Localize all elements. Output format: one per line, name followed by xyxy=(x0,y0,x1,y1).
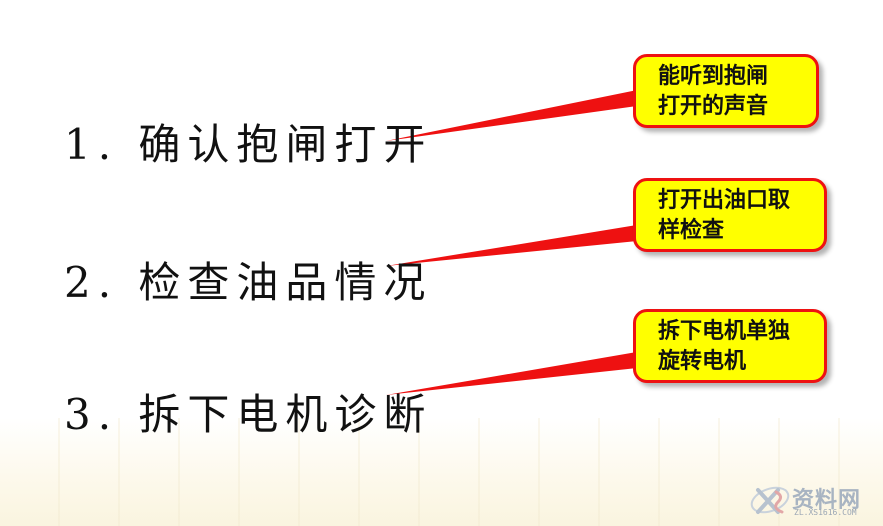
watermark-text: 资料网 xyxy=(792,488,862,513)
callout-pointer-2 xyxy=(386,225,637,266)
callout-1: 能听到抱闸 打开的声音 xyxy=(633,54,819,128)
callout-2: 打开出油口取 样检查 xyxy=(633,178,827,252)
callout-3-line2: 旋转电机 xyxy=(658,349,747,374)
watermark-url: ZL.XS1616.COM xyxy=(794,508,857,517)
callout-1-line1: 能听到抱闸 xyxy=(658,64,769,89)
callout-2-line1: 打开出油口取 xyxy=(658,188,791,213)
list-item-2: 2. 检查油品情况 xyxy=(64,258,433,307)
callout-3-line1: 拆下电机单独 xyxy=(658,319,791,344)
callout-2-line2: 样检查 xyxy=(658,218,725,243)
watermark: 资料网 ZL.XS1616.COM xyxy=(748,478,878,522)
callout-1-line2: 打开的声音 xyxy=(658,94,769,119)
callout-pointer-1 xyxy=(386,90,637,141)
callout-pointer-3 xyxy=(386,352,637,395)
watermark-logo-icon xyxy=(750,486,790,514)
slide-floor-background xyxy=(0,418,883,526)
list-item-3: 3. 拆下电机诊断 xyxy=(64,390,433,439)
callout-3: 拆下电机单独 旋转电机 xyxy=(633,309,827,383)
list-item-1: 1. 确认抱闸打开 xyxy=(64,120,433,169)
